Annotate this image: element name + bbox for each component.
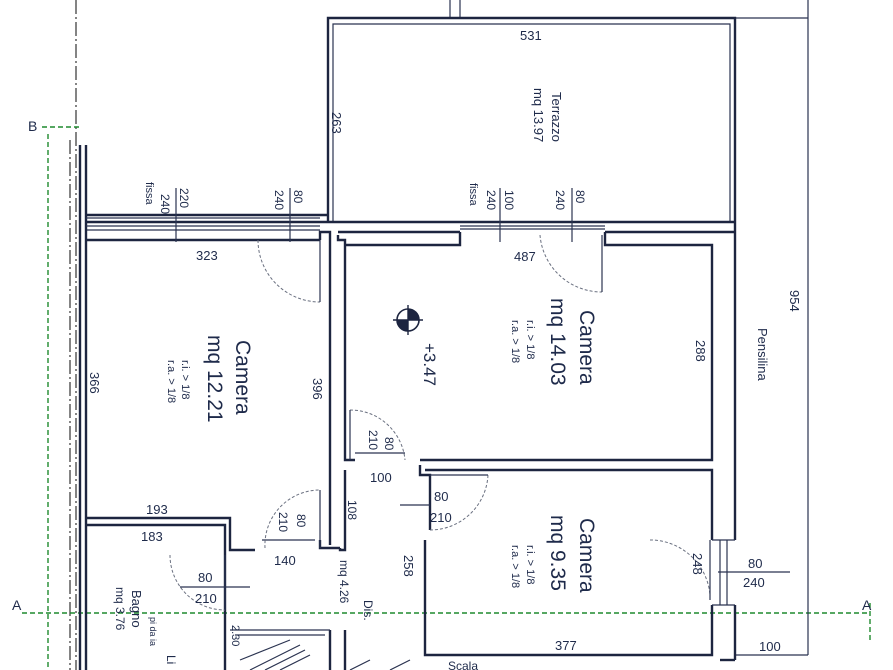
room3-left-height: 258 bbox=[401, 555, 416, 577]
hall-width2: 140 bbox=[274, 553, 296, 568]
section-a-right-label: A bbox=[862, 597, 872, 613]
door3-width: 80 bbox=[294, 514, 308, 528]
room2-top-width: 487 bbox=[514, 249, 536, 264]
room3-bottom-width: 377 bbox=[555, 638, 577, 653]
door5-height: 240 bbox=[743, 575, 765, 590]
door2-height: 210 bbox=[430, 510, 452, 525]
door3-height: 210 bbox=[276, 512, 290, 532]
room3-ra: r.a. > 1/8 bbox=[509, 545, 521, 588]
canopy-name: Pensilina bbox=[755, 328, 770, 382]
room1-ri: r.i. > 1/8 bbox=[179, 360, 191, 399]
room2-name: Camera bbox=[575, 310, 598, 385]
hall-height1: 108 bbox=[345, 500, 359, 520]
room2-ra: r.a. > 1/8 bbox=[509, 320, 521, 363]
hall-area: mq 4.26 bbox=[337, 560, 351, 604]
room3-right-height: 248 bbox=[690, 553, 705, 575]
windows bbox=[86, 188, 790, 588]
bath-top-width: 183 bbox=[141, 529, 163, 544]
room1-ra: r.a. > 1/8 bbox=[165, 360, 177, 403]
room2-right-height: 288 bbox=[693, 340, 708, 362]
room3-ri: r.i. > 1/8 bbox=[524, 545, 536, 584]
door5-width: 80 bbox=[748, 556, 762, 571]
room1-top-width: 323 bbox=[196, 248, 218, 263]
terrace-width: 531 bbox=[520, 28, 542, 43]
canopy-outline bbox=[449, 0, 809, 656]
walls bbox=[78, 145, 737, 670]
room1-area: mq 12.21 bbox=[203, 335, 226, 423]
lower-partial-label: Li bbox=[164, 655, 178, 664]
window2-h3: 240 bbox=[553, 190, 567, 210]
window2-h2: 100 bbox=[502, 190, 516, 210]
terrace-outline bbox=[326, 16, 737, 222]
terrace-name: Terrazzo bbox=[549, 92, 564, 142]
terrace-depth: 263 bbox=[329, 112, 344, 134]
section-b-label: B bbox=[28, 118, 37, 134]
stairs-label: Scala bbox=[448, 659, 478, 670]
room1-name: Camera bbox=[231, 340, 254, 415]
canopy-edge: 100 bbox=[759, 639, 781, 654]
window2-h4: 80 bbox=[573, 190, 587, 204]
hall-width1: 100 bbox=[370, 470, 392, 485]
window2-fixed: fissa bbox=[467, 183, 479, 207]
bath-partial-note: pi da ia bbox=[148, 617, 158, 646]
door1-width: 80 bbox=[382, 437, 396, 451]
level-marker: +3.47 bbox=[393, 305, 439, 386]
terrace-area: mq 13.97 bbox=[531, 88, 546, 142]
stairs-rise: 2.30 bbox=[229, 625, 241, 646]
room2-ri: r.i. > 1/8 bbox=[524, 320, 536, 359]
window1-fixed: fissa bbox=[143, 182, 155, 206]
room1-left-height: 366 bbox=[87, 372, 102, 394]
door-swings bbox=[169, 234, 711, 611]
window1-h1: 240 bbox=[158, 194, 172, 214]
staircase bbox=[235, 634, 411, 670]
door4-height: 210 bbox=[195, 591, 217, 606]
door2-width: 80 bbox=[434, 489, 448, 504]
window2-h1: 240 bbox=[484, 190, 498, 210]
room1-right-height: 396 bbox=[310, 378, 325, 400]
room1-bottom-width: 193 bbox=[146, 502, 168, 517]
window1-h2: 220 bbox=[177, 188, 191, 208]
room2-area: mq 14.03 bbox=[546, 298, 569, 386]
window1-h4: 80 bbox=[291, 190, 305, 204]
door1-height: 210 bbox=[366, 430, 380, 450]
room3-area: mq 9.35 bbox=[546, 515, 569, 591]
bath-name: Bagno bbox=[129, 590, 144, 628]
door4-width: 80 bbox=[198, 570, 212, 585]
axis-lines bbox=[22, 0, 871, 670]
level-value: +3.47 bbox=[420, 343, 439, 386]
window1-h3: 240 bbox=[272, 190, 286, 210]
hall-name: Dis. bbox=[361, 600, 375, 621]
bath-area: mq 3.76 bbox=[113, 587, 127, 631]
canopy-length: 954 bbox=[787, 290, 802, 312]
room3-name: Camera bbox=[575, 518, 598, 593]
section-a-left-label: A bbox=[12, 597, 22, 613]
